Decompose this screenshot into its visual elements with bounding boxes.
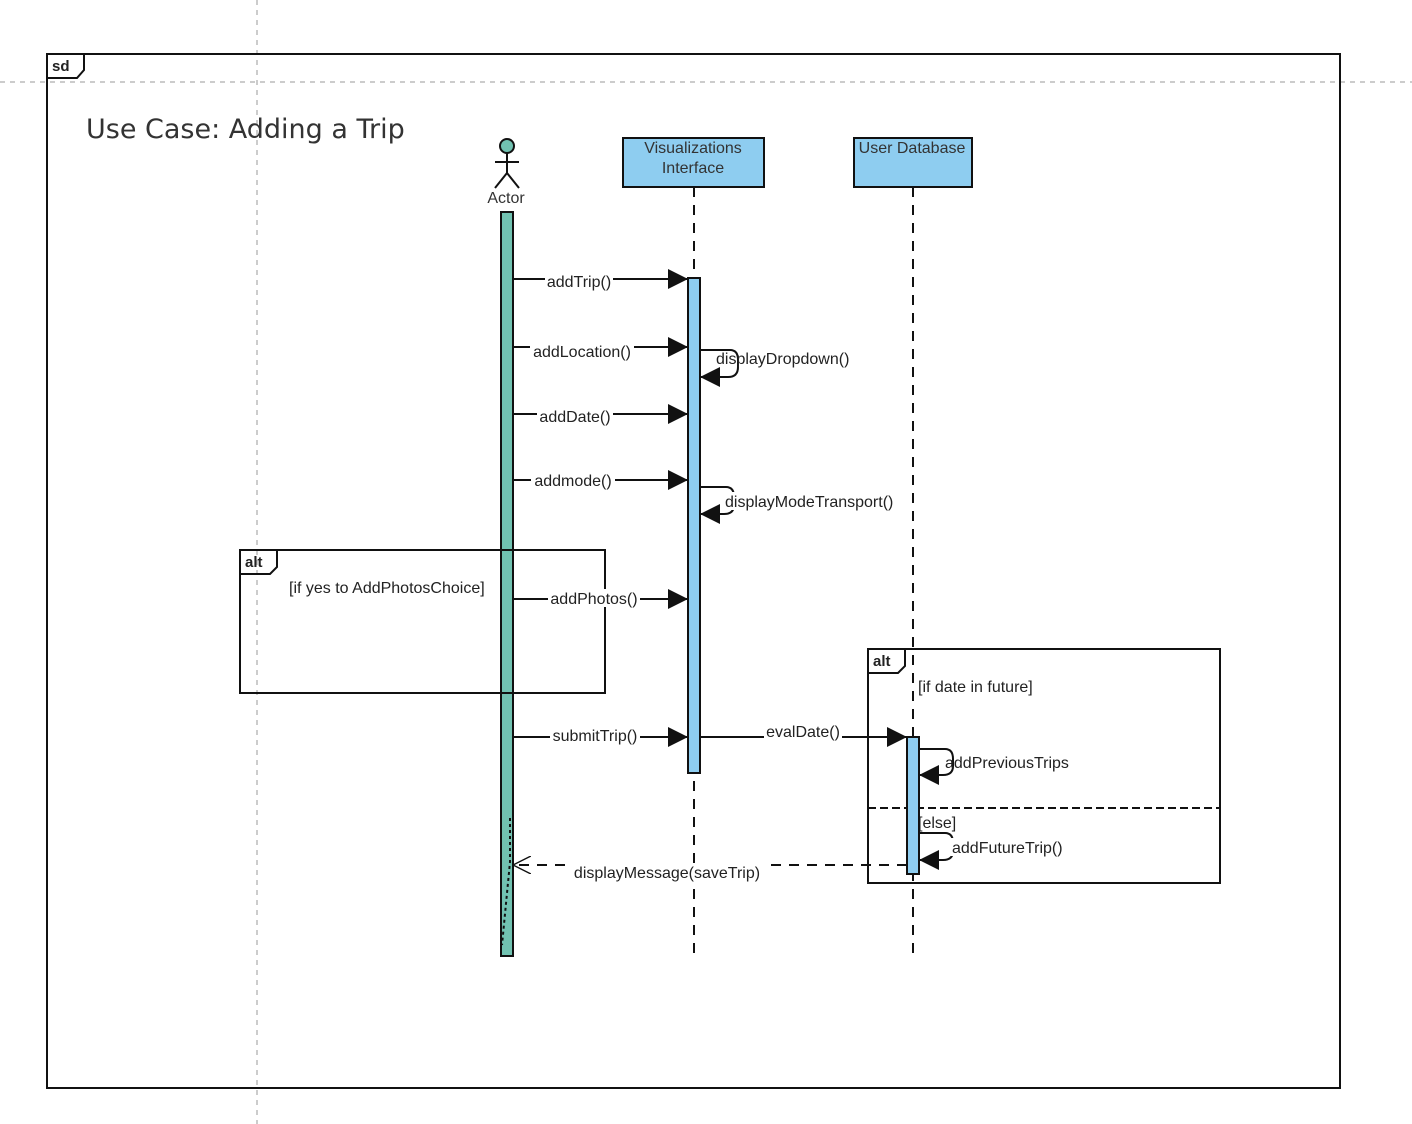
self-message-arrow-add-future-trip — [919, 832, 954, 870]
alt-fragment-photos-tag: alt — [245, 554, 263, 571]
message-label-submit-trip: submitTrip() — [553, 728, 638, 745]
diagram-title: Use Case: Adding a Trip — [86, 114, 405, 145]
interface-activation-bar — [687, 277, 701, 774]
interface-label-line2: Interface — [662, 160, 724, 177]
message-label-add-trip: addTrip() — [547, 274, 611, 291]
alt-fragment-date-tag: alt — [873, 653, 891, 670]
self-message-label-add-previous-trips: addPreviousTrips — [945, 755, 1069, 772]
sd-frame-tag: sd — [52, 58, 70, 75]
message-label-add-date: addDate() — [539, 409, 610, 426]
sd-frame — [46, 53, 1341, 1089]
alt-fragment-photos-tag-box — [240, 550, 278, 575]
interface-lifeline-box — [622, 137, 765, 188]
alt-fragment-date — [867, 648, 1221, 884]
alt-fragment-date-else-guard: [else] — [918, 815, 956, 832]
alt-fragment-photos — [239, 549, 606, 694]
self-message-label-display-mode-transport: displayModeTransport() — [725, 494, 893, 511]
message-label-add-mode: addmode() — [534, 473, 611, 490]
self-message-arrow-display-dropdown — [700, 349, 739, 387]
self-message-arrow-add-previous-trips — [919, 748, 954, 785]
alt-fragment-photos-guard: [if yes to AddPhotosChoice] — [289, 580, 485, 597]
actor-label: Actor — [487, 190, 525, 207]
actor-activation-bar — [500, 211, 514, 957]
actor-bar-dotted-mark — [501, 818, 511, 946]
sd-frame-tag-box — [47, 54, 85, 79]
alt-fragment-date-guard: [if date in future] — [918, 679, 1033, 696]
interface-label-line1: Visualizations — [644, 140, 742, 157]
self-message-label-add-future-trip: addFutureTrip() — [952, 840, 1063, 857]
alt-fragment-date-tag-box — [868, 649, 906, 674]
return-message-label-display-message: displayMessage(saveTrip) — [574, 865, 760, 882]
actor-icon — [494, 138, 520, 189]
self-message-label-display-dropdown: displayDropdown() — [716, 351, 849, 368]
message-label-eval-date: evalDate() — [766, 724, 840, 741]
message-label-add-location: addLocation() — [533, 344, 631, 361]
database-label: User Database — [859, 140, 966, 157]
message-label-add-photos: addPhotos() — [550, 591, 637, 608]
database-activation-bar — [906, 736, 920, 875]
database-lifeline-box — [853, 137, 973, 188]
